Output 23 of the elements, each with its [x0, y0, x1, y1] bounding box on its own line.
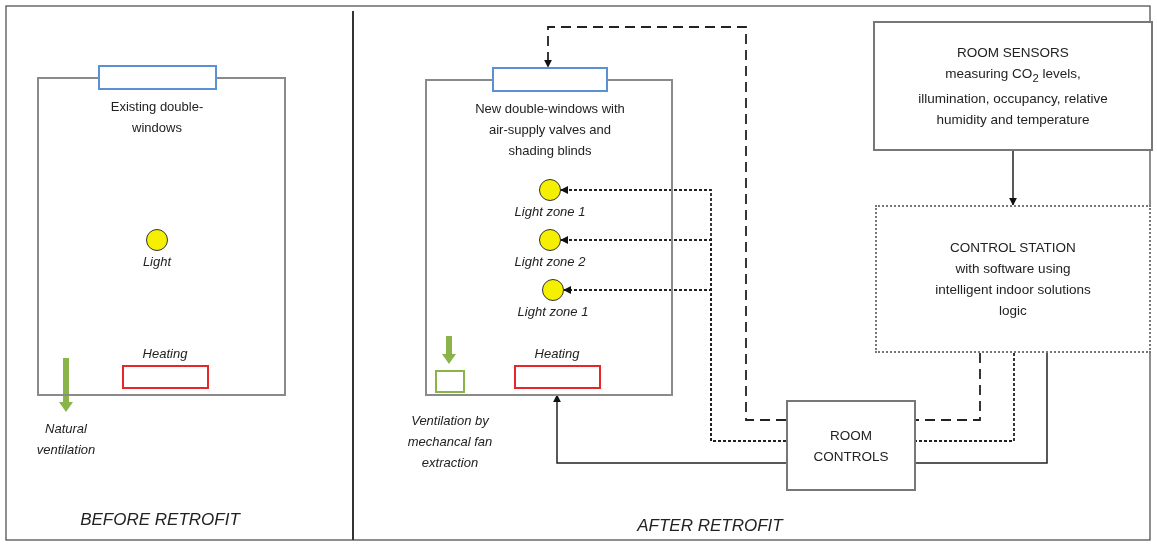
connector-arrow [544, 26, 787, 421]
window-label: New double-windows with air-supply valves and shading blinds [475, 100, 625, 160]
ventilation-label: Ventilation by mechancal fan extraction [406, 412, 494, 472]
box-description: measuring CO$_{2}$ levels, illumination, occupancy, relative humidity and temperature [917, 64, 1109, 130]
process-box [786, 400, 916, 491]
process-box [873, 21, 1153, 151]
box-heading: ROOM SENSORS [956, 43, 1070, 62]
light-label: Light zone 2 [513, 253, 587, 271]
section-title: BEFORE RETROFIT [79, 509, 242, 531]
section-title: AFTER RETROFIT [635, 515, 785, 537]
box-heading: ROOM CONTROLS [812, 426, 890, 466]
light-label: Light zone 1 [516, 303, 590, 321]
ventilation-label: Natural ventilation [35, 420, 97, 459]
light-label: Light zone 1 [513, 203, 587, 221]
box-description: with software using intelligent indoor solutions logic [934, 260, 1092, 320]
connector-arrow [1009, 150, 1017, 206]
connector-arrow [553, 394, 787, 464]
station-box [875, 205, 1151, 353]
heating-label: Heating [141, 345, 189, 363]
box-heading: CONTROL STATION [949, 239, 1077, 257]
heating-label: Heating [533, 345, 581, 363]
window-label: Existing double-windows [109, 98, 205, 137]
light-label: Light [141, 253, 173, 271]
